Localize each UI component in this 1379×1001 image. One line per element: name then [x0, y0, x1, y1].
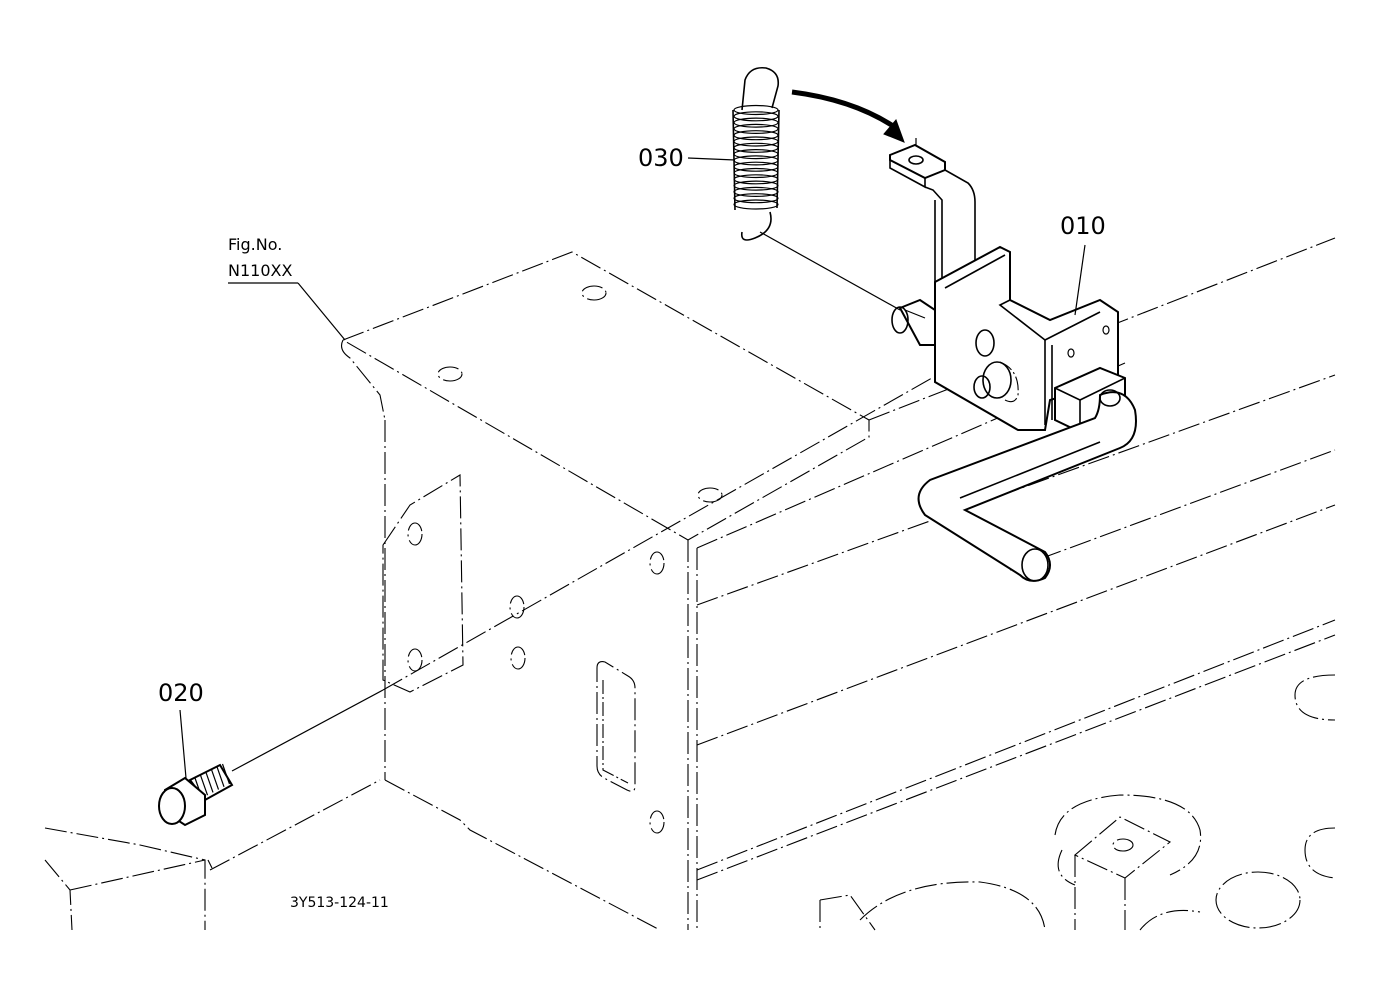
bolt-thread: [210, 769, 220, 790]
bolt-thread: [199, 775, 209, 796]
fig-label: Fig.No.: [228, 235, 282, 254]
bolt-thread: [205, 772, 214, 793]
callout-030: 030: [638, 144, 736, 172]
callout-020: 020: [158, 679, 204, 779]
fig-number: N110XX: [228, 261, 292, 280]
callout-010: 010: [1060, 212, 1106, 316]
part-label-020: 020: [158, 679, 204, 707]
lever-bracket-part-010: [889, 143, 1137, 582]
figure-reference: Fig.No. N110XX: [228, 235, 346, 341]
flange-bolt-part-020: [158, 763, 234, 827]
spring-coil: [733, 104, 779, 116]
part-label-010: 010: [1060, 212, 1106, 240]
drawing-code: 3Y513-124-11: [290, 895, 389, 911]
spring-coil: [733, 111, 779, 122]
frame-phantom-outline: [44, 237, 1336, 931]
assembly-arrow: [791, 89, 905, 143]
bolt-thread: [216, 766, 225, 787]
bolt-thread: [221, 763, 231, 785]
assembly-lines: [231, 138, 991, 772]
spring-coil: [733, 199, 779, 210]
part-label-030: 030: [638, 144, 684, 172]
spring-part-030: [732, 66, 780, 241]
